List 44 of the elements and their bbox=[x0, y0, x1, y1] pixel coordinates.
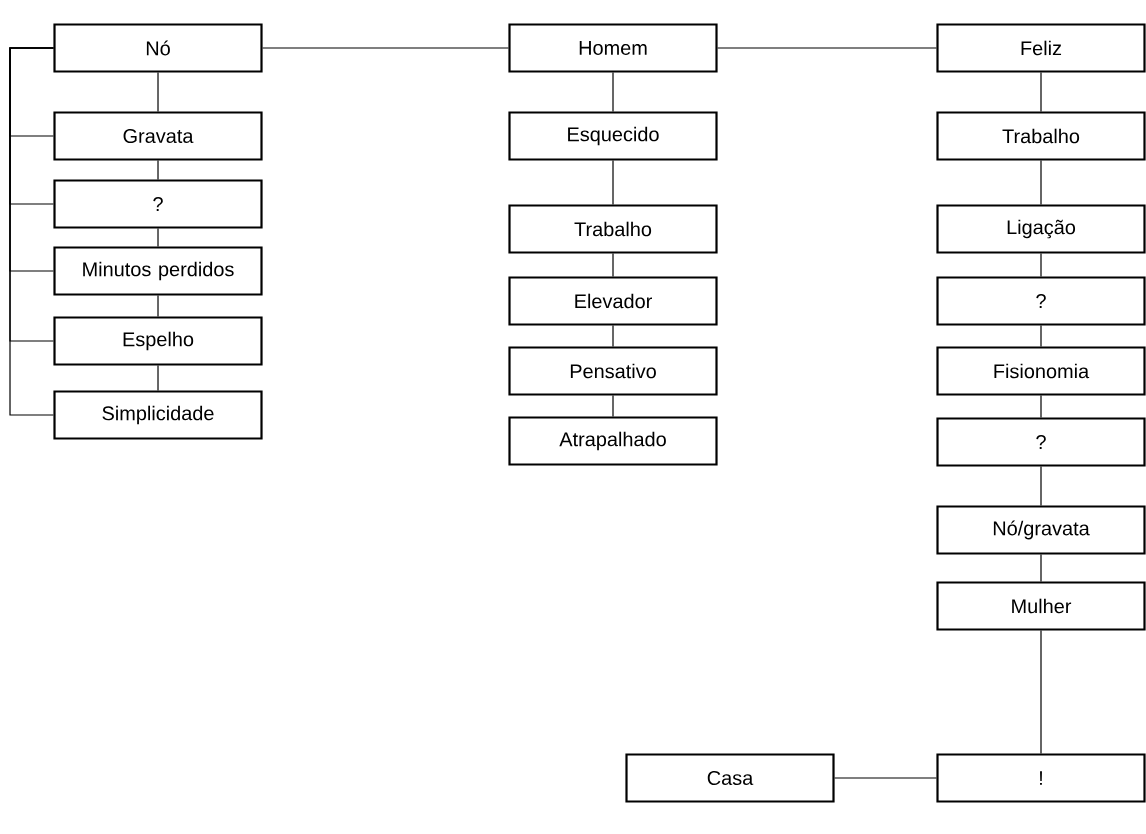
box: Casa bbox=[625, 753, 835, 803]
box: ! bbox=[936, 753, 1146, 803]
connector-line bbox=[157, 160, 159, 180]
box: Minutos perdidos bbox=[53, 246, 263, 296]
box: Mulher bbox=[936, 581, 1146, 631]
connector-line bbox=[1040, 630, 1042, 754]
box: Ligação bbox=[936, 204, 1146, 254]
connector-line bbox=[612, 395, 614, 417]
box: Homem bbox=[508, 23, 718, 73]
connector-line bbox=[1040, 395, 1042, 418]
box: Nó/gravata bbox=[936, 505, 1146, 555]
box: ? bbox=[53, 179, 263, 229]
connector-line bbox=[262, 47, 509, 49]
connector-line bbox=[1040, 554, 1042, 582]
connector-line bbox=[1040, 325, 1042, 347]
box: Simplicidade bbox=[53, 390, 263, 440]
box: Espelho bbox=[53, 316, 263, 366]
connector-line bbox=[717, 47, 937, 49]
connector-line bbox=[612, 253, 614, 277]
box: Esquecido bbox=[508, 111, 718, 161]
connector-line bbox=[157, 295, 159, 317]
box: Gravata bbox=[53, 111, 263, 161]
box: Trabalho bbox=[936, 111, 1146, 161]
connector-line bbox=[1040, 72, 1042, 112]
box: Feliz bbox=[936, 23, 1146, 73]
connector-line bbox=[1040, 160, 1042, 205]
connector-line bbox=[612, 325, 614, 347]
connector-line bbox=[1040, 466, 1042, 506]
box: ? bbox=[936, 276, 1146, 326]
connector-line bbox=[157, 365, 159, 391]
connector-line bbox=[612, 72, 614, 112]
box: Fisionomia bbox=[936, 346, 1146, 396]
box: Atrapalhado bbox=[508, 416, 718, 466]
box: Pensativo bbox=[508, 346, 718, 396]
connector-line bbox=[157, 72, 159, 112]
connector-line bbox=[612, 160, 614, 205]
box: Nó bbox=[53, 23, 263, 73]
box: Trabalho bbox=[508, 204, 718, 254]
box: Elevador bbox=[508, 276, 718, 326]
connector-line bbox=[834, 777, 937, 779]
connector-line bbox=[157, 228, 159, 247]
box: ? bbox=[936, 417, 1146, 467]
connector-line bbox=[9, 47, 54, 416]
connector-line bbox=[1040, 253, 1042, 277]
